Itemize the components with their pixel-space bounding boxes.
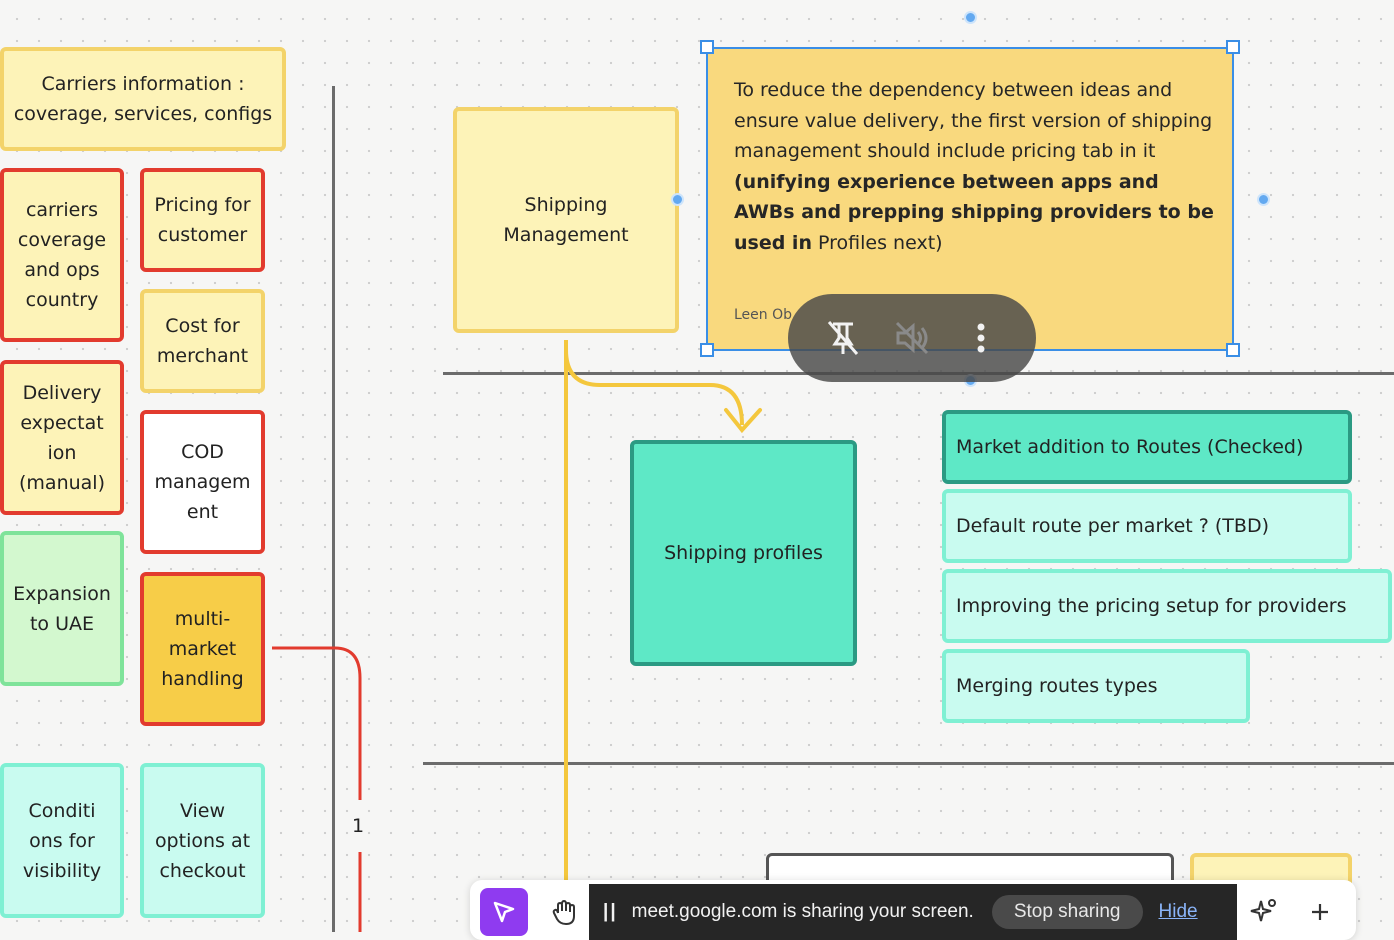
- note-label: Carriers information : coverage, service…: [13, 73, 273, 125]
- resize-handle-tl[interactable]: [700, 40, 714, 54]
- select-tool-button[interactable]: [480, 888, 528, 936]
- note-label: Conditi ons for visibility: [22, 799, 102, 882]
- note-text: To reduce the dependency between ideas a…: [734, 79, 1213, 162]
- divider-vertical: [332, 86, 335, 932]
- hide-link[interactable]: Hide: [1158, 901, 1198, 922]
- note-label: multi- market handling: [161, 608, 244, 690]
- unpin-icon[interactable]: [821, 316, 865, 360]
- mute-icon[interactable]: [890, 316, 934, 360]
- connection-handle-right[interactable]: [1257, 193, 1270, 206]
- note-label: Merging routes types: [956, 675, 1158, 697]
- arrow-head: [724, 408, 762, 434]
- note-merging-routes[interactable]: Merging routes types: [942, 649, 1250, 723]
- note-label: Pricing for customer: [154, 194, 251, 246]
- note-label: Delivery expectat ion (manual): [19, 381, 105, 494]
- note-market-addition[interactable]: Market addition to Routes (Checked): [942, 410, 1352, 484]
- note-label: COD managem ent: [154, 441, 251, 523]
- plus-icon: [1312, 904, 1328, 920]
- add-button[interactable]: [1296, 888, 1344, 936]
- divider-horizontal-bottom: [423, 762, 1394, 765]
- ai-assist-button[interactable]: [1240, 888, 1288, 936]
- note-label: View options at checkout: [154, 799, 251, 882]
- more-vert-icon[interactable]: [959, 316, 1003, 360]
- note-cost-merchant[interactable]: Cost for merchant: [140, 289, 265, 393]
- note-text-bold: (unifying experience between apps and AW…: [734, 170, 1214, 254]
- note-selected-dependency[interactable]: To reduce the dependency between ideas a…: [706, 47, 1234, 351]
- note-shipping-management[interactable]: Shipping Management: [453, 107, 679, 333]
- note-label: Improving the pricing setup for provider…: [956, 595, 1347, 617]
- connector-yellow-arrow: [564, 349, 744, 426]
- note-pricing-setup[interactable]: Improving the pricing setup for provider…: [942, 569, 1392, 643]
- pause-icon: ||: [603, 901, 618, 922]
- note-body: To reduce the dependency between ideas a…: [734, 75, 1214, 258]
- note-cod-management[interactable]: COD managem ent: [140, 410, 265, 554]
- note-label: Expansion to UAE: [13, 582, 111, 635]
- note-label: carriers coverage and ops country: [17, 199, 107, 311]
- resize-handle-br[interactable]: [1226, 343, 1240, 357]
- connector-red: [272, 646, 362, 800]
- note-view-options[interactable]: View options at checkout: [140, 763, 265, 918]
- note-label: Market addition to Routes (Checked): [956, 436, 1304, 458]
- share-text: meet.google.com is sharing your screen.: [631, 901, 974, 922]
- note-carriers-coverage[interactable]: carriers coverage and ops country: [0, 168, 124, 342]
- note-label: Cost for merchant: [156, 315, 249, 367]
- note-conditions-visibility[interactable]: Conditi ons for visibility: [0, 763, 124, 918]
- sparkle-icon: [1250, 899, 1276, 922]
- note-label: Shipping profiles: [664, 542, 823, 564]
- note-author: Leen Ob: [734, 307, 793, 323]
- note-pricing-customer[interactable]: Pricing for customer: [140, 168, 265, 272]
- hand-tool-button[interactable]: [540, 888, 588, 936]
- hand-icon: [552, 899, 575, 926]
- connector-label: 1: [352, 815, 365, 837]
- screen-share-banner: || meet.google.com is sharing your scree…: [589, 884, 1237, 940]
- note-carriers-info[interactable]: Carriers information : coverage, service…: [0, 47, 286, 151]
- note-text-end: Profiles next): [818, 231, 943, 254]
- note-expansion-uae[interactable]: Expansion to UAE: [0, 531, 124, 686]
- resize-handle-bl[interactable]: [700, 343, 714, 357]
- note-delivery-expectation[interactable]: Delivery expectat ion (manual): [0, 360, 124, 515]
- note-label: Shipping Management: [503, 194, 629, 246]
- resize-handle-tr[interactable]: [1226, 40, 1240, 54]
- note-label: Default route per market ? (TBD): [956, 515, 1269, 537]
- stop-sharing-button[interactable]: Stop sharing: [991, 895, 1143, 929]
- cursor-icon: [493, 901, 515, 923]
- note-default-route[interactable]: Default route per market ? (TBD): [942, 489, 1352, 563]
- connection-handle[interactable]: [671, 193, 684, 206]
- pip-controls: [788, 294, 1036, 382]
- note-shipping-profiles[interactable]: Shipping profiles: [630, 440, 857, 666]
- note-multi-market[interactable]: multi- market handling: [140, 572, 265, 726]
- connection-handle-top[interactable]: [964, 11, 977, 24]
